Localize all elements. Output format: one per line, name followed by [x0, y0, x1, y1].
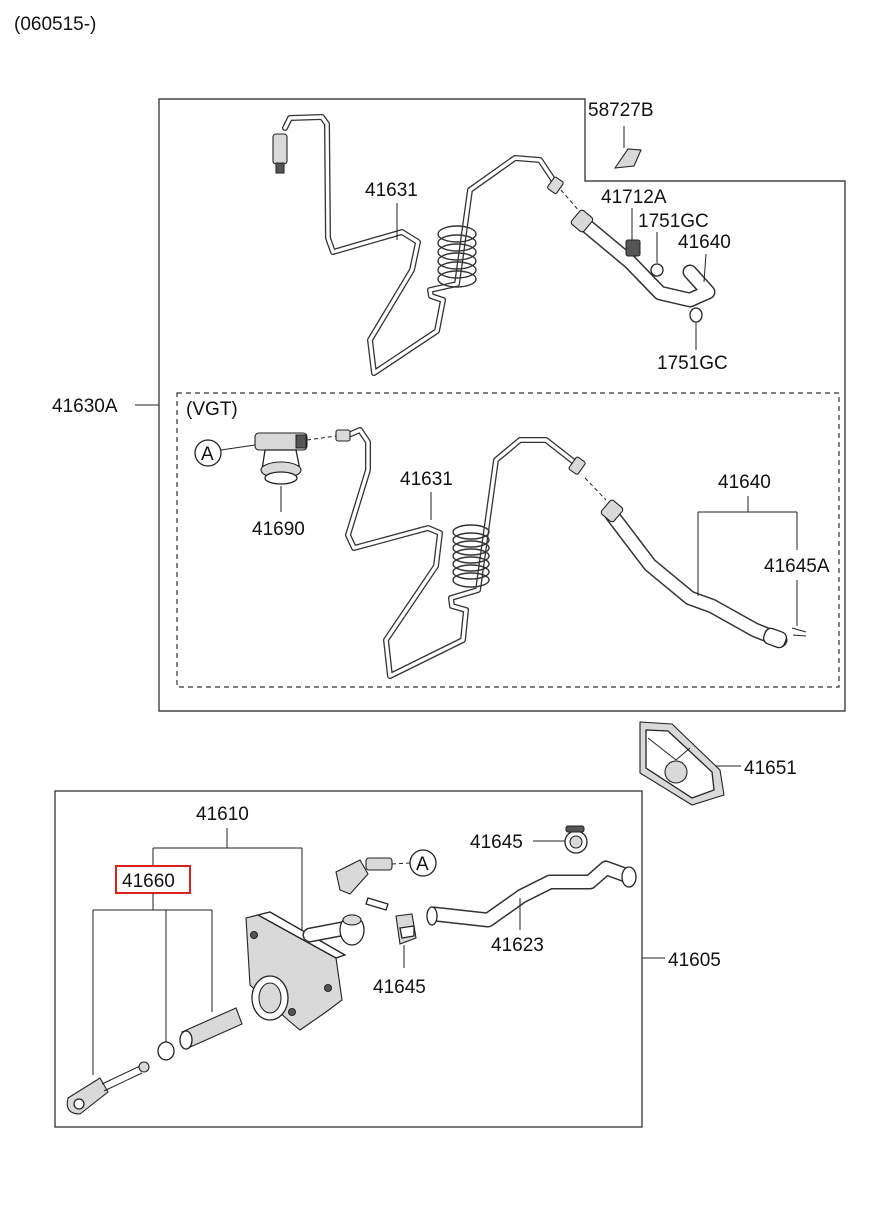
- label-1751GC-b: 1751GC: [657, 353, 728, 374]
- label-41651: 41651: [744, 758, 797, 779]
- circle-a-right-text: A: [416, 854, 429, 875]
- bolt-41712A-icon[interactable]: [625, 239, 641, 257]
- clamp-41645-top[interactable]: [564, 825, 588, 854]
- connector-a-marker-right: [409, 849, 437, 877]
- washer-1751GC-b-icon[interactable]: [689, 307, 703, 323]
- vgt-variant-frame: [176, 392, 840, 688]
- pipe-41631-vgt[interactable]: [335, 427, 586, 679]
- label-41660: 41660: [122, 871, 175, 892]
- fitting-41690[interactable]: [254, 432, 308, 485]
- label-41623: 41623: [491, 935, 544, 956]
- connector-a-marker-left: [194, 439, 222, 467]
- label-41631-top: 41631: [365, 180, 418, 201]
- label-1751GC-a: 1751GC: [638, 211, 709, 232]
- pipe-41631-top[interactable]: [272, 114, 564, 376]
- hose-41640-vgt[interactable]: [600, 499, 807, 649]
- date-range-label: (060515-): [14, 14, 96, 35]
- hose-41623[interactable]: [426, 860, 637, 928]
- label-41630A: 41630A: [52, 396, 118, 417]
- label-41640-top: 41640: [678, 232, 731, 253]
- label-41631-vgt: 41631: [400, 469, 453, 490]
- bleeder-fitting[interactable]: [335, 857, 393, 911]
- label-41640-vgt: 41640: [718, 472, 771, 493]
- bracket-58727B-icon[interactable]: [613, 148, 642, 169]
- release-cylinder-41610[interactable]: [245, 911, 365, 1031]
- lower-assembly-frame: [54, 790, 643, 1128]
- label-41610: 41610: [196, 804, 249, 825]
- pipe-fitting-icon: [272, 133, 288, 165]
- clip-41645-mid[interactable]: [395, 913, 417, 945]
- gasket-41651[interactable]: [639, 721, 725, 806]
- label-41645-top: 41645: [470, 832, 523, 853]
- upper-assembly-frame: [158, 98, 846, 712]
- label-vgt: (VGT): [186, 399, 238, 420]
- washer-icon: [157, 1041, 175, 1061]
- label-58727B: 58727B: [588, 100, 654, 121]
- hose-41640-top[interactable]: [570, 209, 716, 323]
- circle-a-left-text: A: [201, 444, 214, 465]
- label-41712A: 41712A: [601, 187, 667, 208]
- coil-spring-top: [437, 225, 477, 288]
- label-41645A: 41645A: [764, 556, 830, 577]
- label-41690: 41690: [252, 519, 305, 540]
- label-41605: 41605: [668, 950, 721, 971]
- coil-spring-vgt: [452, 524, 490, 588]
- push-rod-41660[interactable]: [66, 1007, 243, 1115]
- washer-1751GC-a-icon[interactable]: [650, 263, 664, 277]
- label-41645-mid: 41645: [373, 977, 426, 998]
